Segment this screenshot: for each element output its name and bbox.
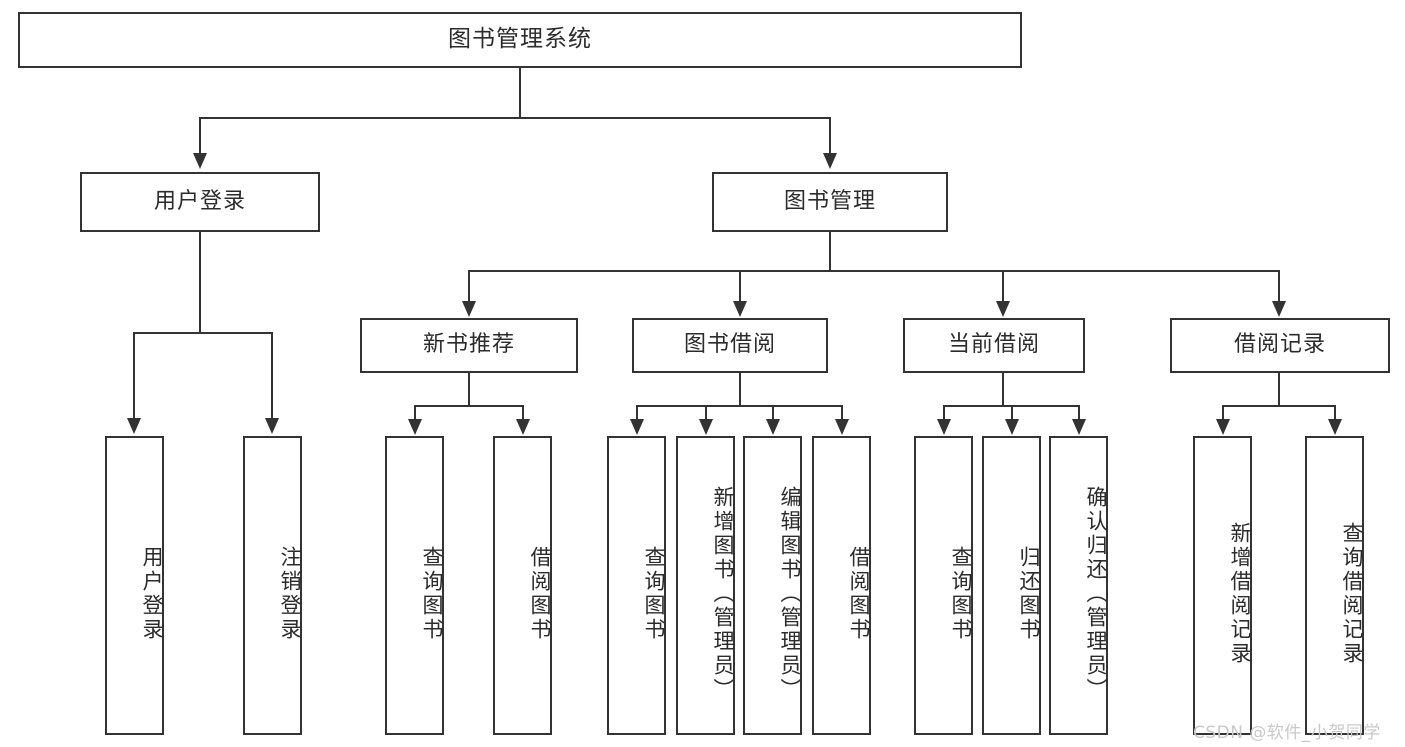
connector-book-manage-bar bbox=[468, 270, 1280, 272]
node-label: 归还图书 bbox=[1017, 545, 1041, 642]
node-label: 查询图书 bbox=[949, 545, 973, 642]
connector-book-manage-to-current-borrow bbox=[1002, 270, 1004, 303]
node-label: 确认归还（管理员） bbox=[1084, 485, 1108, 702]
arrowhead-book-manage-to-new-book bbox=[462, 301, 476, 317]
leaf-book-borrow-1[interactable]: 新增图书（管理员） bbox=[676, 436, 735, 735]
connector-current-borrow-leaf-1 bbox=[1011, 405, 1013, 421]
arrowhead-current-borrow-leaf-0 bbox=[937, 419, 951, 435]
connector-current-borrow-leaf-0 bbox=[943, 405, 945, 421]
connector-book-borrow-trunk bbox=[739, 373, 741, 406]
leaf-user-login-1[interactable]: 注销登录 bbox=[243, 436, 302, 735]
connector-root-trunk bbox=[519, 68, 521, 118]
connector-book-manage-to-new-book bbox=[468, 270, 470, 303]
node-label: 查询图书 bbox=[642, 545, 666, 642]
connector-book-manage-to-book-borrow bbox=[739, 270, 741, 303]
connector-root-to-book-manage bbox=[829, 117, 831, 155]
leaf-borrow-record-0[interactable]: 新增借阅记录 bbox=[1193, 436, 1252, 735]
node-current-borrow[interactable]: 当前借阅 bbox=[903, 318, 1085, 373]
arrowhead-new-book-leaf-1 bbox=[516, 419, 530, 435]
node-label: 查询图书 bbox=[420, 545, 444, 642]
leaf-current-borrow-0[interactable]: 查询图书 bbox=[914, 436, 973, 735]
connector-root-bar bbox=[199, 117, 831, 119]
connector-current-borrow-leaf-2 bbox=[1078, 405, 1080, 421]
node-borrow-record[interactable]: 借阅记录 bbox=[1170, 318, 1390, 373]
node-label: 注销登录 bbox=[278, 545, 302, 642]
leaf-current-borrow-2[interactable]: 确认归还（管理员） bbox=[1049, 436, 1108, 735]
connector-user-login-leaf-1 bbox=[271, 332, 273, 420]
arrowhead-borrow-record-leaf-0 bbox=[1216, 419, 1230, 435]
arrowhead-user-login-leaf-0 bbox=[127, 418, 141, 434]
connector-current-borrow-trunk bbox=[1002, 373, 1004, 406]
node-label: 借阅记录 bbox=[1233, 332, 1326, 358]
connector-borrow-record-leaf-0 bbox=[1222, 405, 1224, 421]
node-label: 图书管理 bbox=[783, 188, 876, 214]
connector-borrow-record-leaf-1 bbox=[1334, 405, 1336, 421]
node-label: 借阅图书 bbox=[847, 545, 871, 642]
node-label: 用户登录 bbox=[140, 545, 164, 642]
connector-book-borrow-leaf-1 bbox=[705, 405, 707, 421]
connector-user-login-leaf-0 bbox=[133, 332, 135, 420]
leaf-new-book-1[interactable]: 借阅图书 bbox=[493, 436, 552, 735]
connector-new-book-leaf-1 bbox=[522, 405, 524, 421]
node-label: 图书借阅 bbox=[683, 332, 776, 358]
node-book-manage[interactable]: 图书管理 bbox=[712, 172, 948, 232]
leaf-book-borrow-2[interactable]: 编辑图书（管理员） bbox=[743, 436, 802, 735]
arrowhead-book-borrow-leaf-2 bbox=[766, 419, 780, 435]
arrowhead-borrow-record-leaf-1 bbox=[1328, 419, 1342, 435]
connector-book-borrow-bar bbox=[636, 405, 843, 407]
node-label: 新书推荐 bbox=[422, 332, 515, 358]
arrowhead-user-login-leaf-1 bbox=[265, 418, 279, 434]
node-label: 当前借阅 bbox=[947, 332, 1040, 358]
leaf-book-borrow-3[interactable]: 借阅图书 bbox=[812, 436, 871, 735]
arrowhead-current-borrow-leaf-2 bbox=[1072, 419, 1086, 435]
node-label: 借阅图书 bbox=[528, 545, 552, 642]
connector-user-login-trunk bbox=[199, 232, 201, 333]
csdn-watermark: CSDN @软件_小贺同学 bbox=[1193, 723, 1381, 743]
arrowhead-book-borrow-leaf-0 bbox=[630, 419, 644, 435]
arrowhead-book-manage-to-book-borrow bbox=[733, 301, 747, 317]
node-label: 用户登录 bbox=[153, 188, 246, 214]
connector-borrow-record-trunk bbox=[1278, 373, 1280, 406]
connector-book-manage-trunk bbox=[829, 232, 831, 271]
connector-new-book-leaf-0 bbox=[414, 405, 416, 421]
leaf-user-login-0[interactable]: 用户登录 bbox=[105, 436, 164, 735]
arrowhead-root-to-book-manage bbox=[823, 153, 837, 169]
leaf-borrow-record-1[interactable]: 查询借阅记录 bbox=[1305, 436, 1364, 735]
arrowhead-root-to-user-login bbox=[193, 153, 207, 169]
connector-new-book-bar bbox=[414, 405, 524, 407]
arrowhead-book-manage-to-borrow-record bbox=[1272, 301, 1286, 317]
arrowhead-book-manage-to-current-borrow bbox=[996, 301, 1010, 317]
arrowhead-current-borrow-leaf-1 bbox=[1005, 419, 1019, 435]
node-new-book-recommend[interactable]: 新书推荐 bbox=[360, 318, 578, 373]
arrowhead-new-book-leaf-0 bbox=[408, 419, 422, 435]
connector-book-borrow-leaf-3 bbox=[841, 405, 843, 421]
arrowhead-book-borrow-leaf-1 bbox=[699, 419, 713, 435]
node-label: 新增图书（管理员） bbox=[711, 485, 735, 702]
node-label: 编辑图书（管理员） bbox=[778, 485, 802, 702]
connector-book-borrow-leaf-0 bbox=[636, 405, 638, 421]
connector-root-to-user-login bbox=[199, 117, 201, 155]
connector-new-book-trunk bbox=[468, 373, 470, 406]
connector-book-borrow-leaf-2 bbox=[772, 405, 774, 421]
connector-book-manage-to-borrow-record bbox=[1278, 270, 1280, 303]
arrowhead-book-borrow-leaf-3 bbox=[835, 419, 849, 435]
connector-user-login-bar bbox=[133, 332, 272, 334]
node-root-system[interactable]: 图书管理系统 bbox=[18, 12, 1022, 68]
connector-borrow-record-bar bbox=[1222, 405, 1336, 407]
leaf-current-borrow-1[interactable]: 归还图书 bbox=[982, 436, 1041, 735]
node-label: 图书管理系统 bbox=[448, 26, 592, 53]
node-user-login[interactable]: 用户登录 bbox=[80, 172, 320, 232]
node-label: 查询借阅记录 bbox=[1340, 521, 1364, 666]
node-book-borrow[interactable]: 图书借阅 bbox=[632, 318, 828, 373]
node-label: 新增借阅记录 bbox=[1228, 521, 1252, 666]
leaf-book-borrow-0[interactable]: 查询图书 bbox=[607, 436, 666, 735]
leaf-new-book-0[interactable]: 查询图书 bbox=[385, 436, 444, 735]
